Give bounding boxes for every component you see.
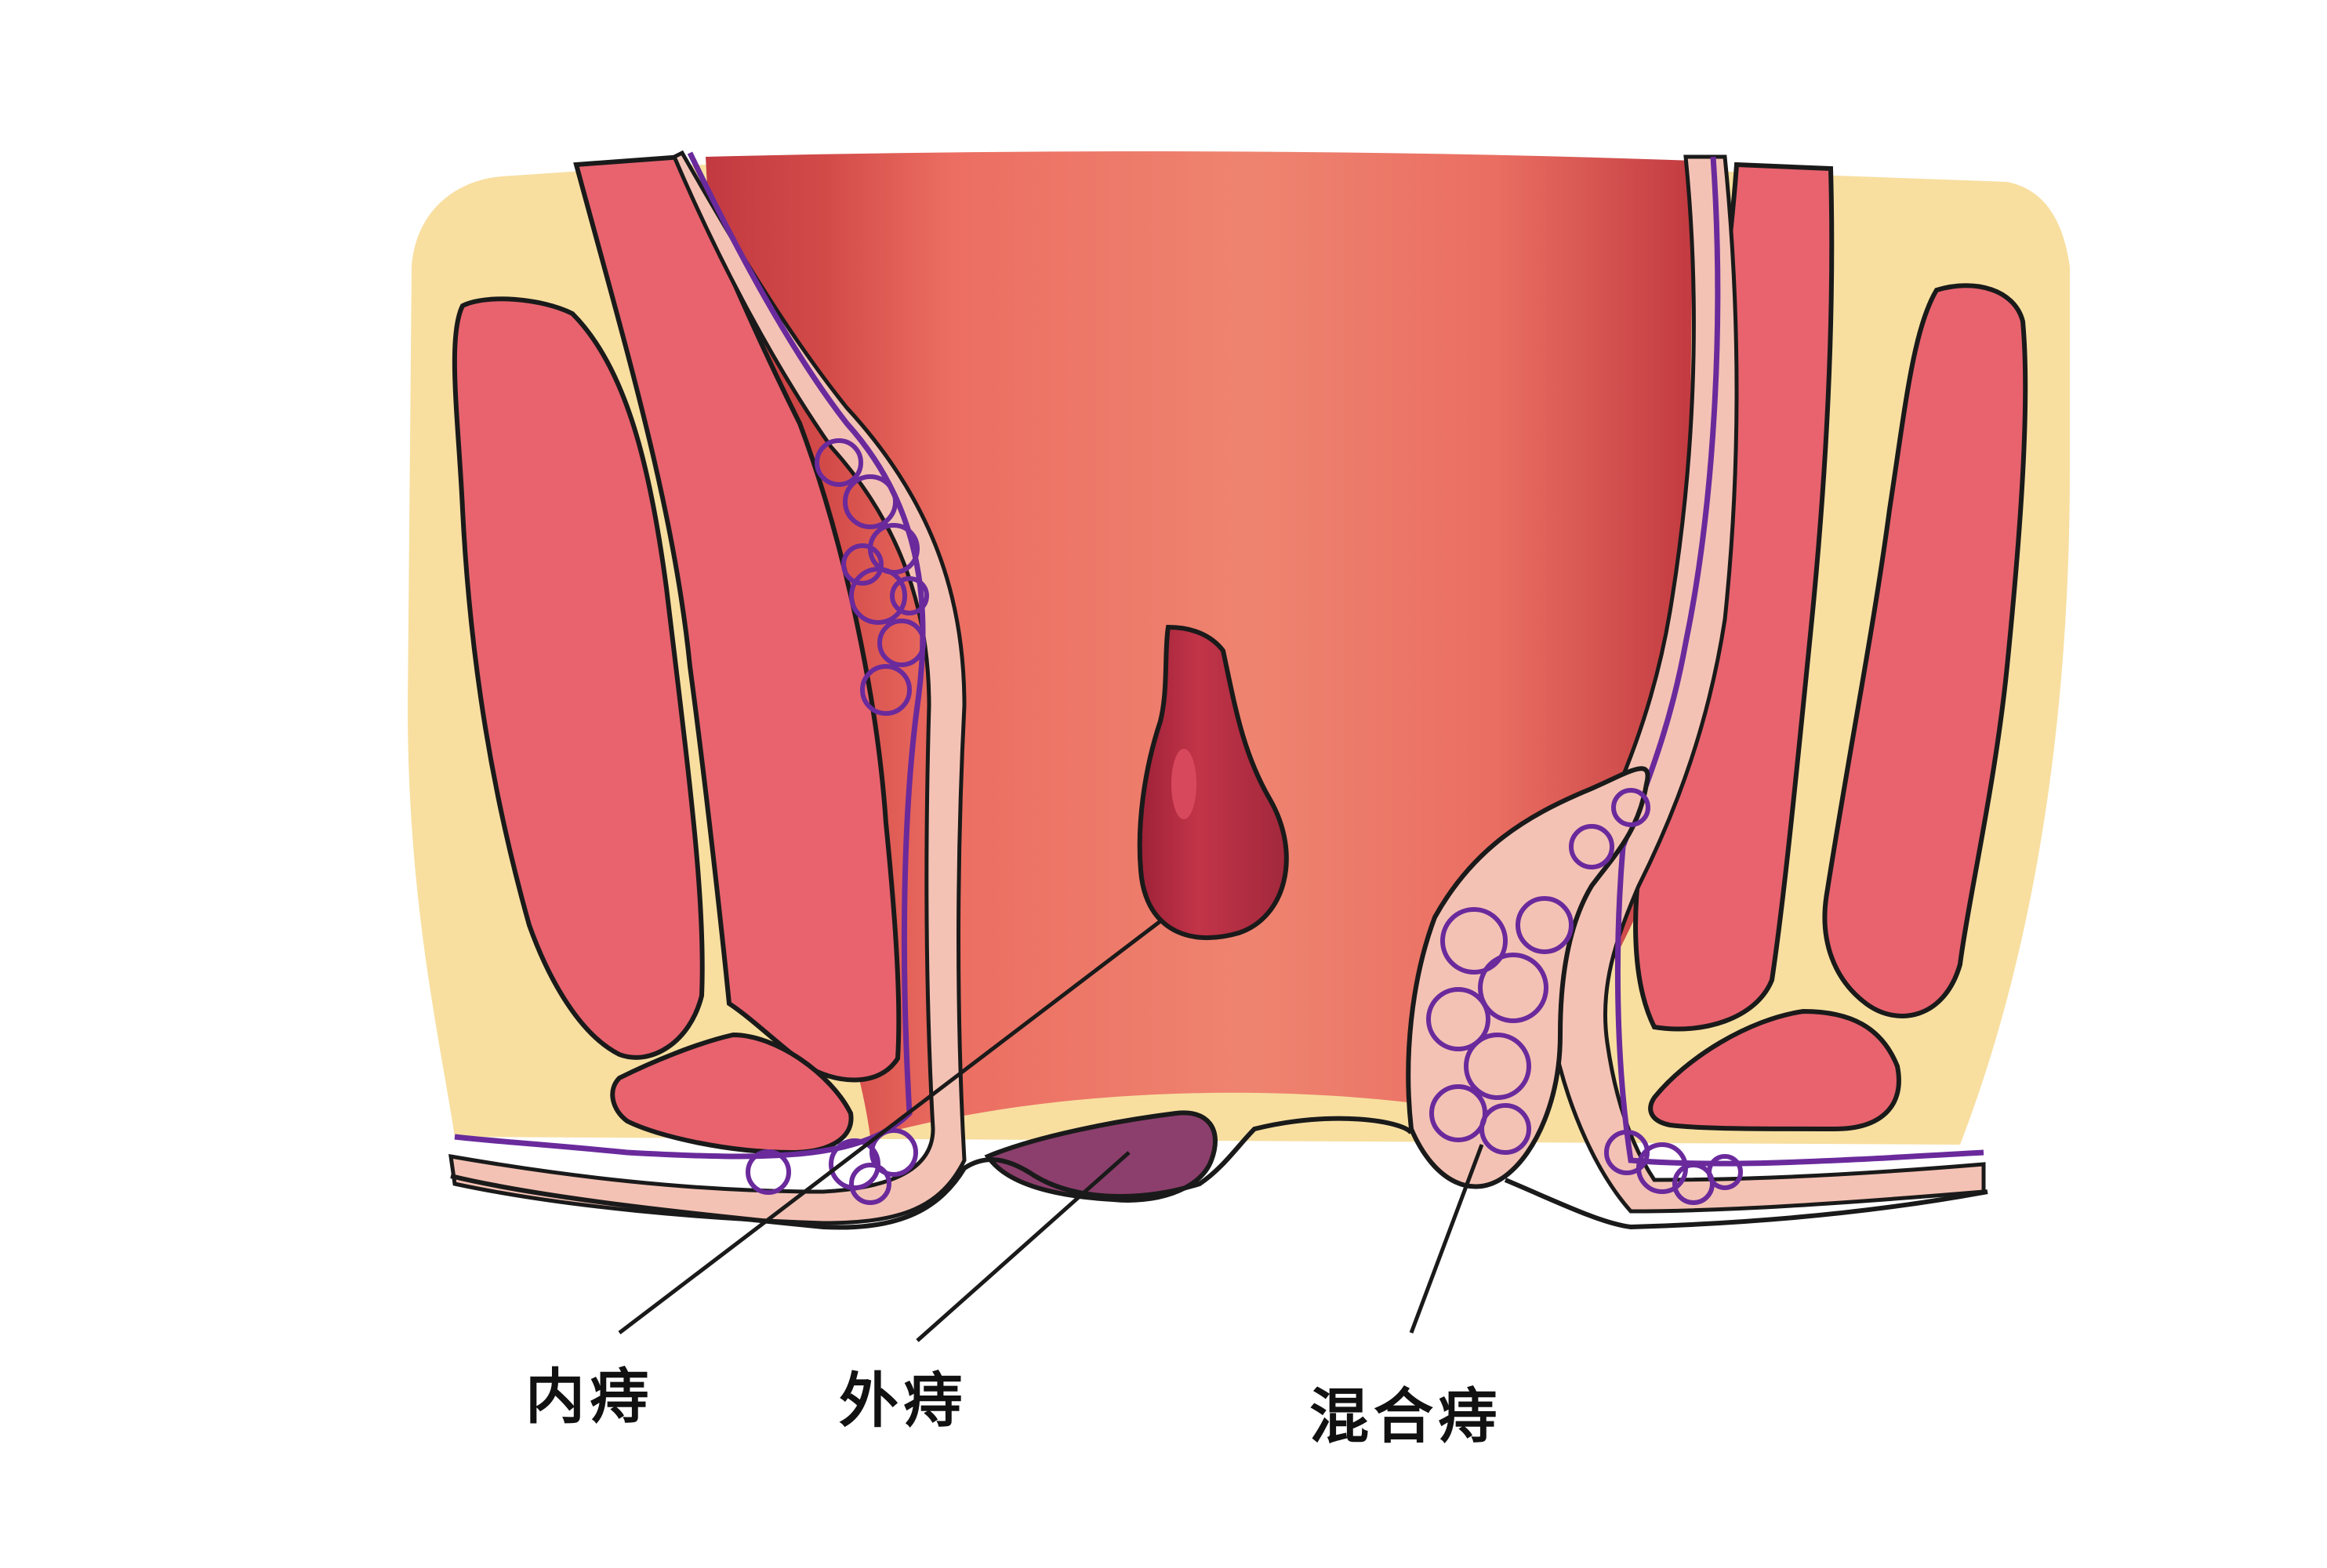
- leader-line-mixed: [1409, 1144, 1484, 1334]
- internal-hemorrhoid-highlight: [1171, 749, 1196, 819]
- right-outer-muscle: [1822, 283, 2028, 1018]
- leader-line-internal: [618, 920, 1162, 1334]
- left-outer-muscle: [452, 296, 705, 1060]
- skin-line: [450, 1116, 1414, 1230]
- external-hemorrhoid: [984, 1110, 1218, 1203]
- mixed-hemorrhoid-vein-plexus: [1426, 788, 1650, 1155]
- left-lower-muscle: [610, 1032, 854, 1156]
- label-internal-hemorrhoid: 内痔: [525, 1362, 654, 1432]
- left-vein: [454, 151, 926, 1160]
- left-vein-plexus-upper: [815, 438, 929, 716]
- label-mixed-hemorrhoid: 混合痔: [1309, 1381, 1502, 1451]
- skin-line-right: [1504, 1178, 1988, 1230]
- left-vein-plexus-lower: [746, 1128, 918, 1205]
- left-inner-muscle: [573, 154, 902, 1083]
- internal-hemorrhoid: [1137, 624, 1289, 941]
- right-lower-muscle: [1648, 1008, 1901, 1132]
- label-external-hemorrhoid: 外痔: [839, 1366, 967, 1436]
- right-vein-plexus-lower: [1604, 1130, 1743, 1205]
- left-mucosa-band: [448, 150, 967, 1225]
- leader-line-external: [916, 1151, 1131, 1342]
